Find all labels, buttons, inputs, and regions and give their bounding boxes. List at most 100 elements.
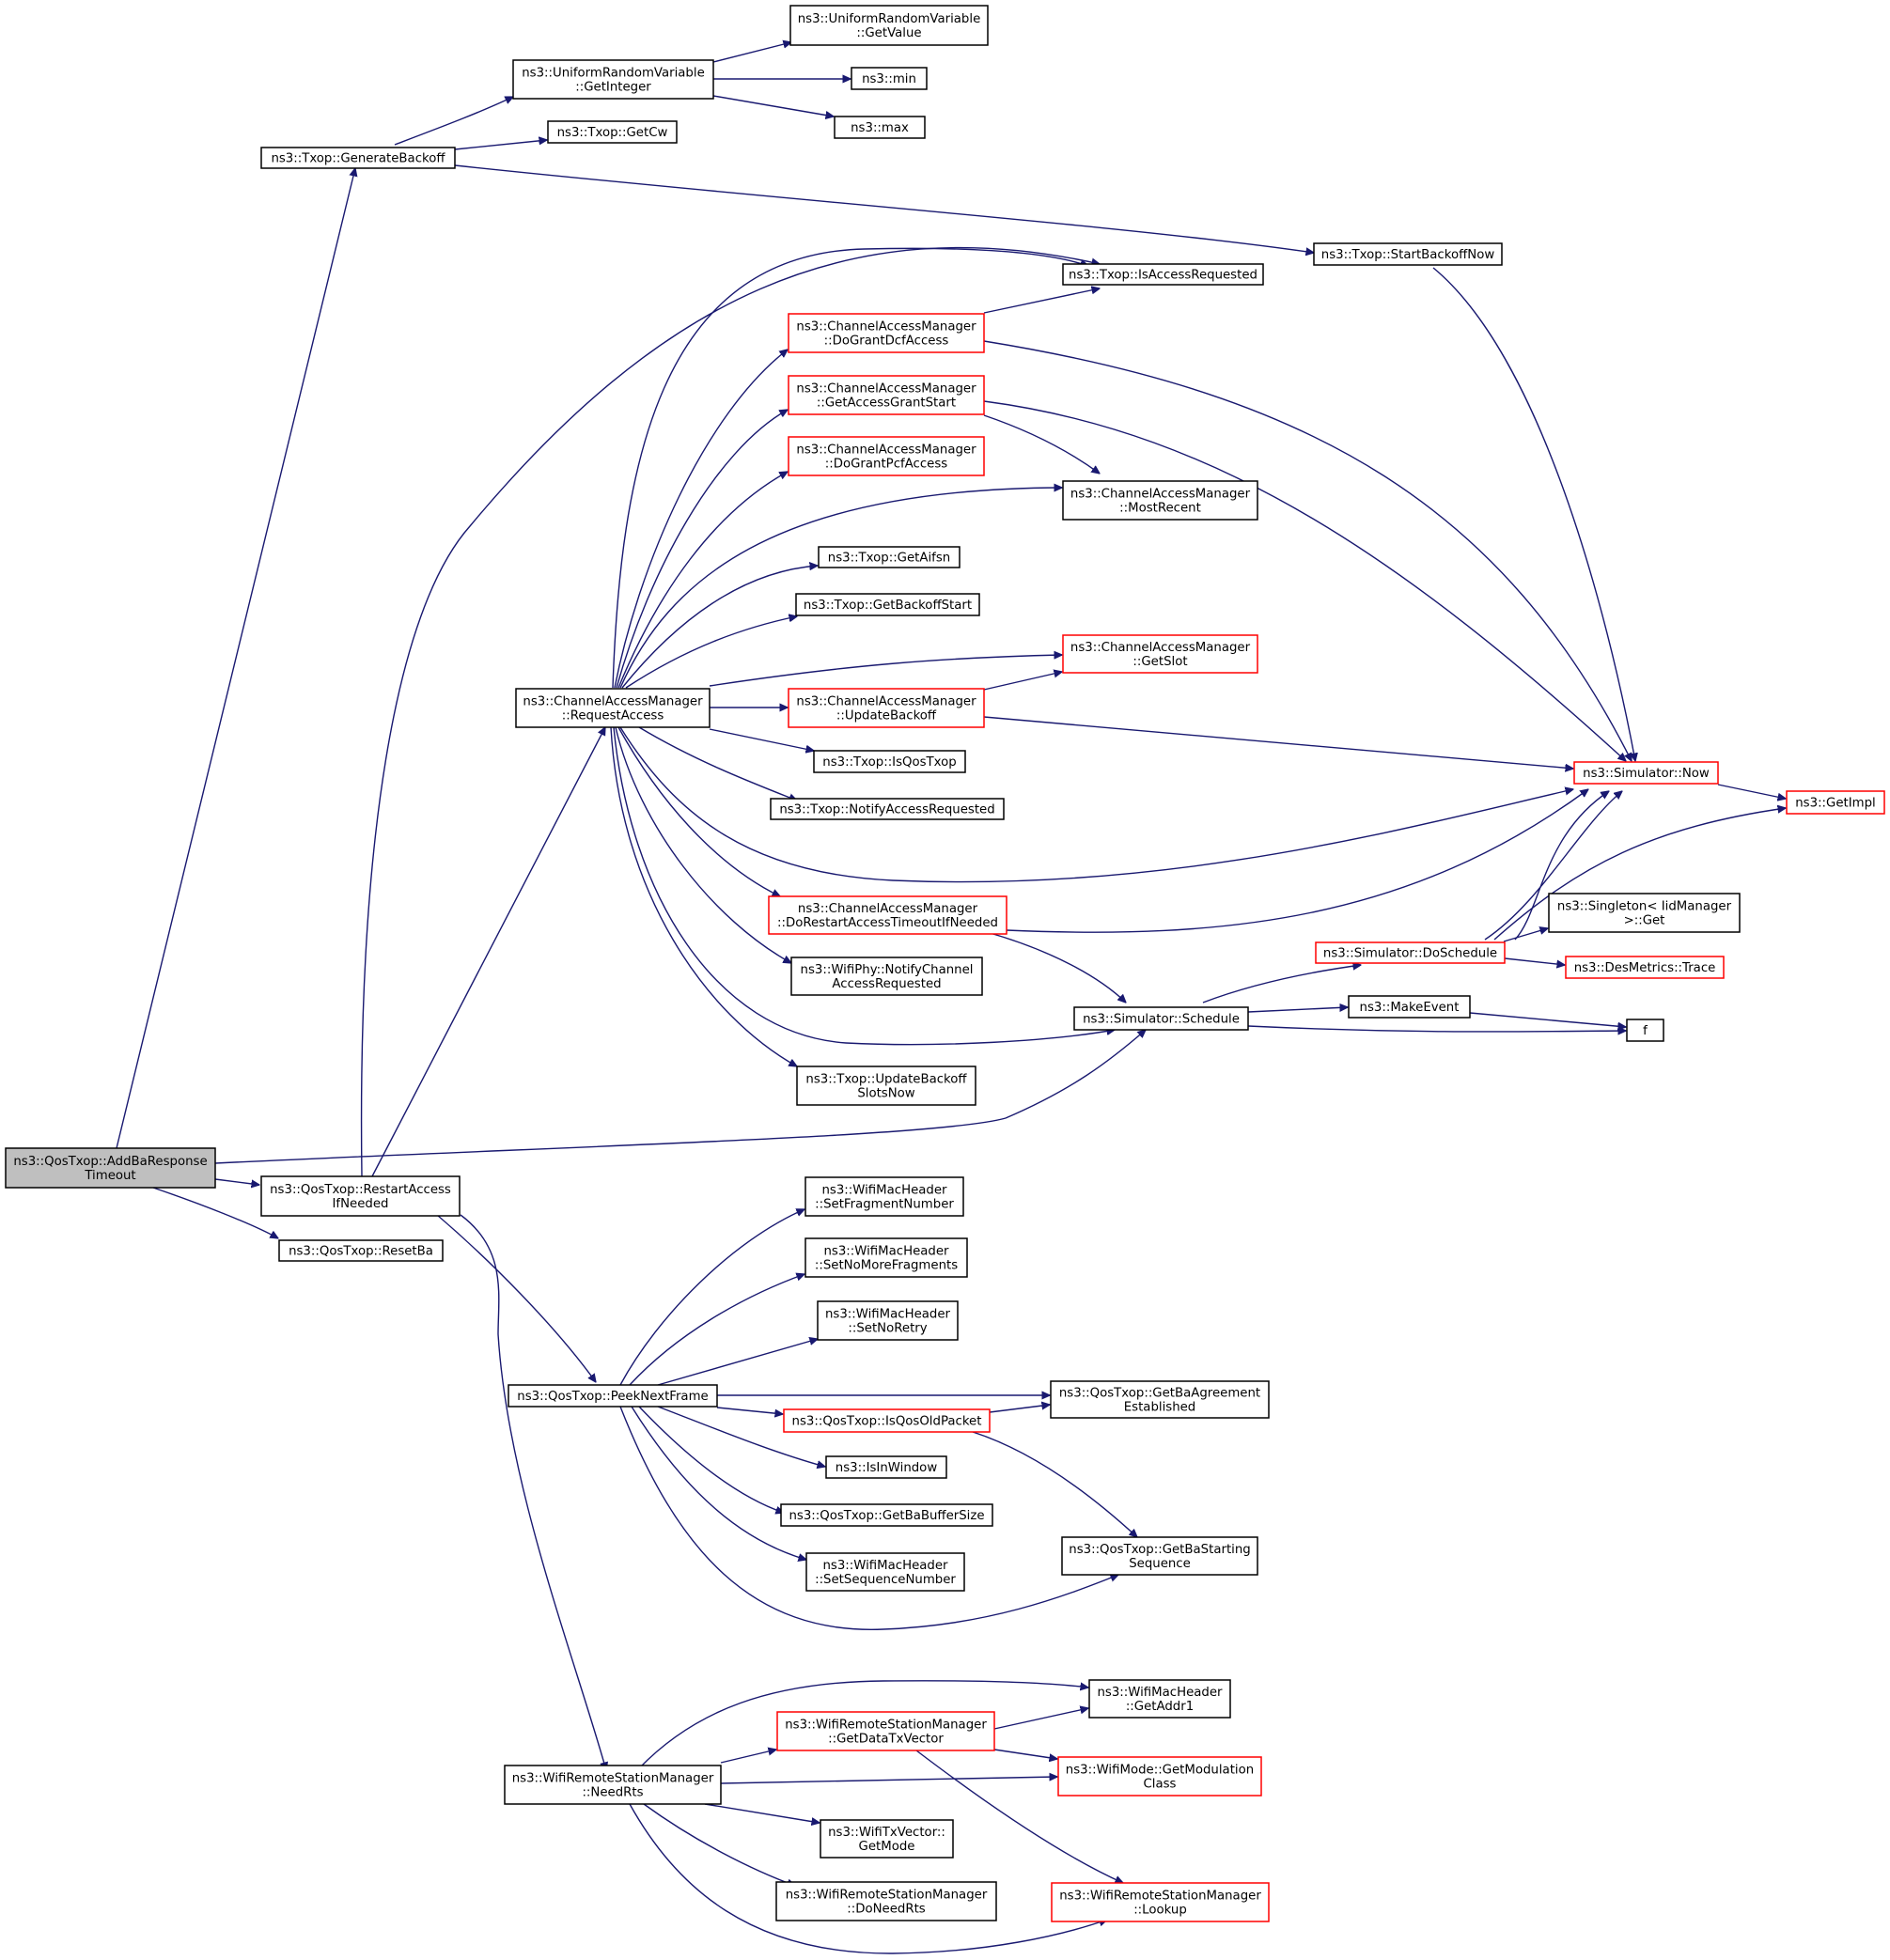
node-label: ns3::QosTxop::ResetBa: [289, 1245, 433, 1259]
node-setfragnum[interactable]: ns3::WifiMacHeader::SetFragmentNumber: [804, 1176, 964, 1217]
node-setseqnum[interactable]: ns3::WifiMacHeader::SetSequenceNumber: [805, 1552, 965, 1592]
node-box: [796, 1066, 976, 1106]
edge-updatebackoff-getslot: [983, 672, 1062, 691]
node-getbackoffstart[interactable]: ns3::Txop::GetBackoffStart: [795, 593, 980, 616]
edge-reqaccess-schedule: [613, 726, 1115, 1046]
node-wifiphynotify[interactable]: ns3::WifiPhy::NotifyChannelAccessRequest…: [790, 957, 983, 996]
node-isqostxop[interactable]: ns3::Txop::IsQosTxop: [813, 750, 966, 773]
node-box: [260, 1175, 461, 1217]
node-label: ns3::MakeEvent: [1360, 1001, 1460, 1015]
edge-needrts-getmodclass: [720, 1777, 1057, 1784]
node-label: ns3::WifiMode::GetModulation: [1066, 1764, 1254, 1778]
node-simnow[interactable]: ns3::Simulator::Now: [1573, 761, 1719, 785]
node-urvval[interactable]: ns3::UniformRandomVariable::GetValue: [789, 5, 989, 46]
node-singleton[interactable]: ns3::Singleton< IidManager >::Get: [1548, 893, 1741, 933]
node-setnoretry[interactable]: ns3::WifiMacHeader::SetNoRetry: [817, 1300, 959, 1341]
edge-startbackoff-simnow: [1432, 267, 1635, 761]
node-getaddr1[interactable]: ns3::WifiMacHeader::GetAddr1: [1088, 1679, 1231, 1719]
node-isqosold[interactable]: ns3::QosTxop::IsQosOldPacket: [783, 1408, 991, 1433]
node-box: [851, 67, 928, 90]
node-dorestart[interactable]: ns3::ChannelAccessManager::DoRestartAcce…: [768, 895, 1007, 935]
node-box: [278, 1239, 444, 1262]
node-label: ns3::Txop::NotifyAccessRequested: [779, 803, 994, 817]
node-label: Established: [1124, 1401, 1196, 1415]
node-box: [805, 1552, 965, 1592]
node-label: ns3::ChannelAccessManager: [1070, 641, 1251, 655]
edge-reqaccess-simnow: [619, 726, 1573, 883]
node-box: [788, 375, 985, 415]
edge-reqaccess-isqostxop: [709, 728, 814, 751]
node-label: ns3::ChannelAccessManager: [1070, 488, 1251, 502]
edge-needrts-getmode: [704, 1803, 820, 1823]
node-lookup[interactable]: ns3::WifiRemoteStationManager::Lookup: [1051, 1882, 1270, 1922]
node-label: ns3::QosTxop::GetBaStarting: [1069, 1543, 1250, 1557]
node-peeknext[interactable]: ns3::QosTxop::PeekNextFrame: [508, 1384, 718, 1408]
node-schedule[interactable]: ns3::Simulator::Schedule: [1073, 1006, 1249, 1031]
node-getslot[interactable]: ns3::ChannelAccessManager::GetSlot: [1062, 634, 1258, 674]
node-max[interactable]: ns3::max: [834, 116, 926, 139]
edge-getaccessgrant-mostrecent: [983, 414, 1100, 474]
node-label: ns3::max: [851, 121, 909, 135]
node-getcw[interactable]: ns3::Txop::GetCw: [547, 120, 678, 144]
node-label: ns3::WifiMacHeader: [822, 1559, 948, 1573]
node-getmode[interactable]: ns3::WifiTxVector::GetMode: [820, 1819, 954, 1859]
node-label: ::GetDataTxVector: [828, 1733, 944, 1747]
node-getaccessgrant[interactable]: ns3::ChannelAccessManager::GetAccessGran…: [788, 375, 985, 415]
node-box: [1073, 1006, 1249, 1031]
node-notifyaccess[interactable]: ns3::Txop::NotifyAccessRequested: [770, 798, 1005, 820]
edge-reqaccess-notifyaccess: [638, 726, 797, 801]
node-startbackoff[interactable]: ns3::Txop::StartBackoffNow: [1313, 242, 1503, 266]
node-getimpl[interactable]: ns3::GetImpl: [1786, 790, 1885, 815]
edge-dograntdcf-simnow: [983, 340, 1632, 761]
node-resetba[interactable]: ns3::QosTxop::ResetBa: [278, 1239, 444, 1262]
node-label: ns3::WifiMacHeader: [821, 1184, 947, 1198]
node-box: [1315, 941, 1506, 964]
node-isaccess[interactable]: ns3::Txop::IsAccessRequested: [1062, 263, 1264, 286]
node-label: ns3::WifiMacHeader: [823, 1245, 949, 1259]
node-urvint[interactable]: ns3::UniformRandomVariable::GetInteger: [512, 59, 714, 100]
node-getbabuffer[interactable]: ns3::QosTxop::GetBaBufferSize: [780, 1503, 993, 1527]
node-label: GetMode: [859, 1840, 915, 1854]
node-label: ::DoNeedRts: [847, 1903, 926, 1917]
node-box: [1051, 1882, 1270, 1922]
node-genbackoff[interactable]: ns3::Txop::GenerateBackoff: [260, 147, 456, 169]
edge-peeknext-isqosold: [716, 1407, 783, 1414]
edges: [116, 42, 1786, 1954]
node-dograntpcf[interactable]: ns3::ChannelAccessManager::DoGrantPcfAcc…: [788, 436, 985, 476]
node-label: ns3::QosTxop::AddBaResponse: [13, 1155, 207, 1169]
node-label: ns3::Txop::StartBackoffNow: [1321, 248, 1495, 262]
node-f[interactable]: f: [1626, 1019, 1664, 1042]
node-label: ns3::ChannelAccessManager: [523, 695, 703, 709]
edge-doschedule-simnow: [1514, 791, 1609, 941]
node-min[interactable]: ns3::min: [851, 67, 928, 90]
node-setnomorefrag[interactable]: ns3::WifiMacHeader::SetNoMoreFragments: [804, 1237, 968, 1278]
edge-isqosold-getbaagreement: [989, 1405, 1050, 1413]
edge-schedule-doschedule: [1202, 965, 1361, 1003]
node-updatebackoff[interactable]: ns3::ChannelAccessManager::UpdateBackoff: [788, 688, 985, 728]
node-makeevent[interactable]: ns3::MakeEvent: [1348, 995, 1471, 1019]
node-label: ::RequestAccess: [562, 709, 664, 723]
node-reqaccess[interactable]: ns3::ChannelAccessManager::RequestAccess: [515, 688, 711, 728]
node-getdatatx[interactable]: ns3::WifiRemoteStationManager::GetDataTx…: [776, 1711, 995, 1751]
edge-reqaccess-mostrecent: [619, 488, 1062, 689]
node-isinwindow[interactable]: ns3::IsInWindow: [825, 1455, 947, 1479]
node-getaifsn[interactable]: ns3::Txop::GetAifsn: [818, 546, 961, 568]
node-label: ns3::GetImpl: [1795, 797, 1875, 811]
node-box: [1313, 242, 1503, 266]
node-doneedrts[interactable]: ns3::WifiRemoteStationManager::DoNeedRts: [775, 1881, 997, 1921]
node-dograntdcf[interactable]: ns3::ChannelAccessManager::DoGrantDcfAcc…: [788, 313, 985, 353]
node-needrts[interactable]: ns3::WifiRemoteStationManager::NeedRts: [504, 1765, 722, 1805]
node-desmetrics[interactable]: ns3::DesMetrics::Trace: [1565, 956, 1725, 979]
node-mostrecent[interactable]: ns3::ChannelAccessManager::MostRecent: [1062, 480, 1258, 521]
node-box: [1057, 1756, 1262, 1797]
node-box: [1062, 263, 1264, 286]
node-doschedule[interactable]: ns3::Simulator::DoSchedule: [1315, 941, 1506, 964]
